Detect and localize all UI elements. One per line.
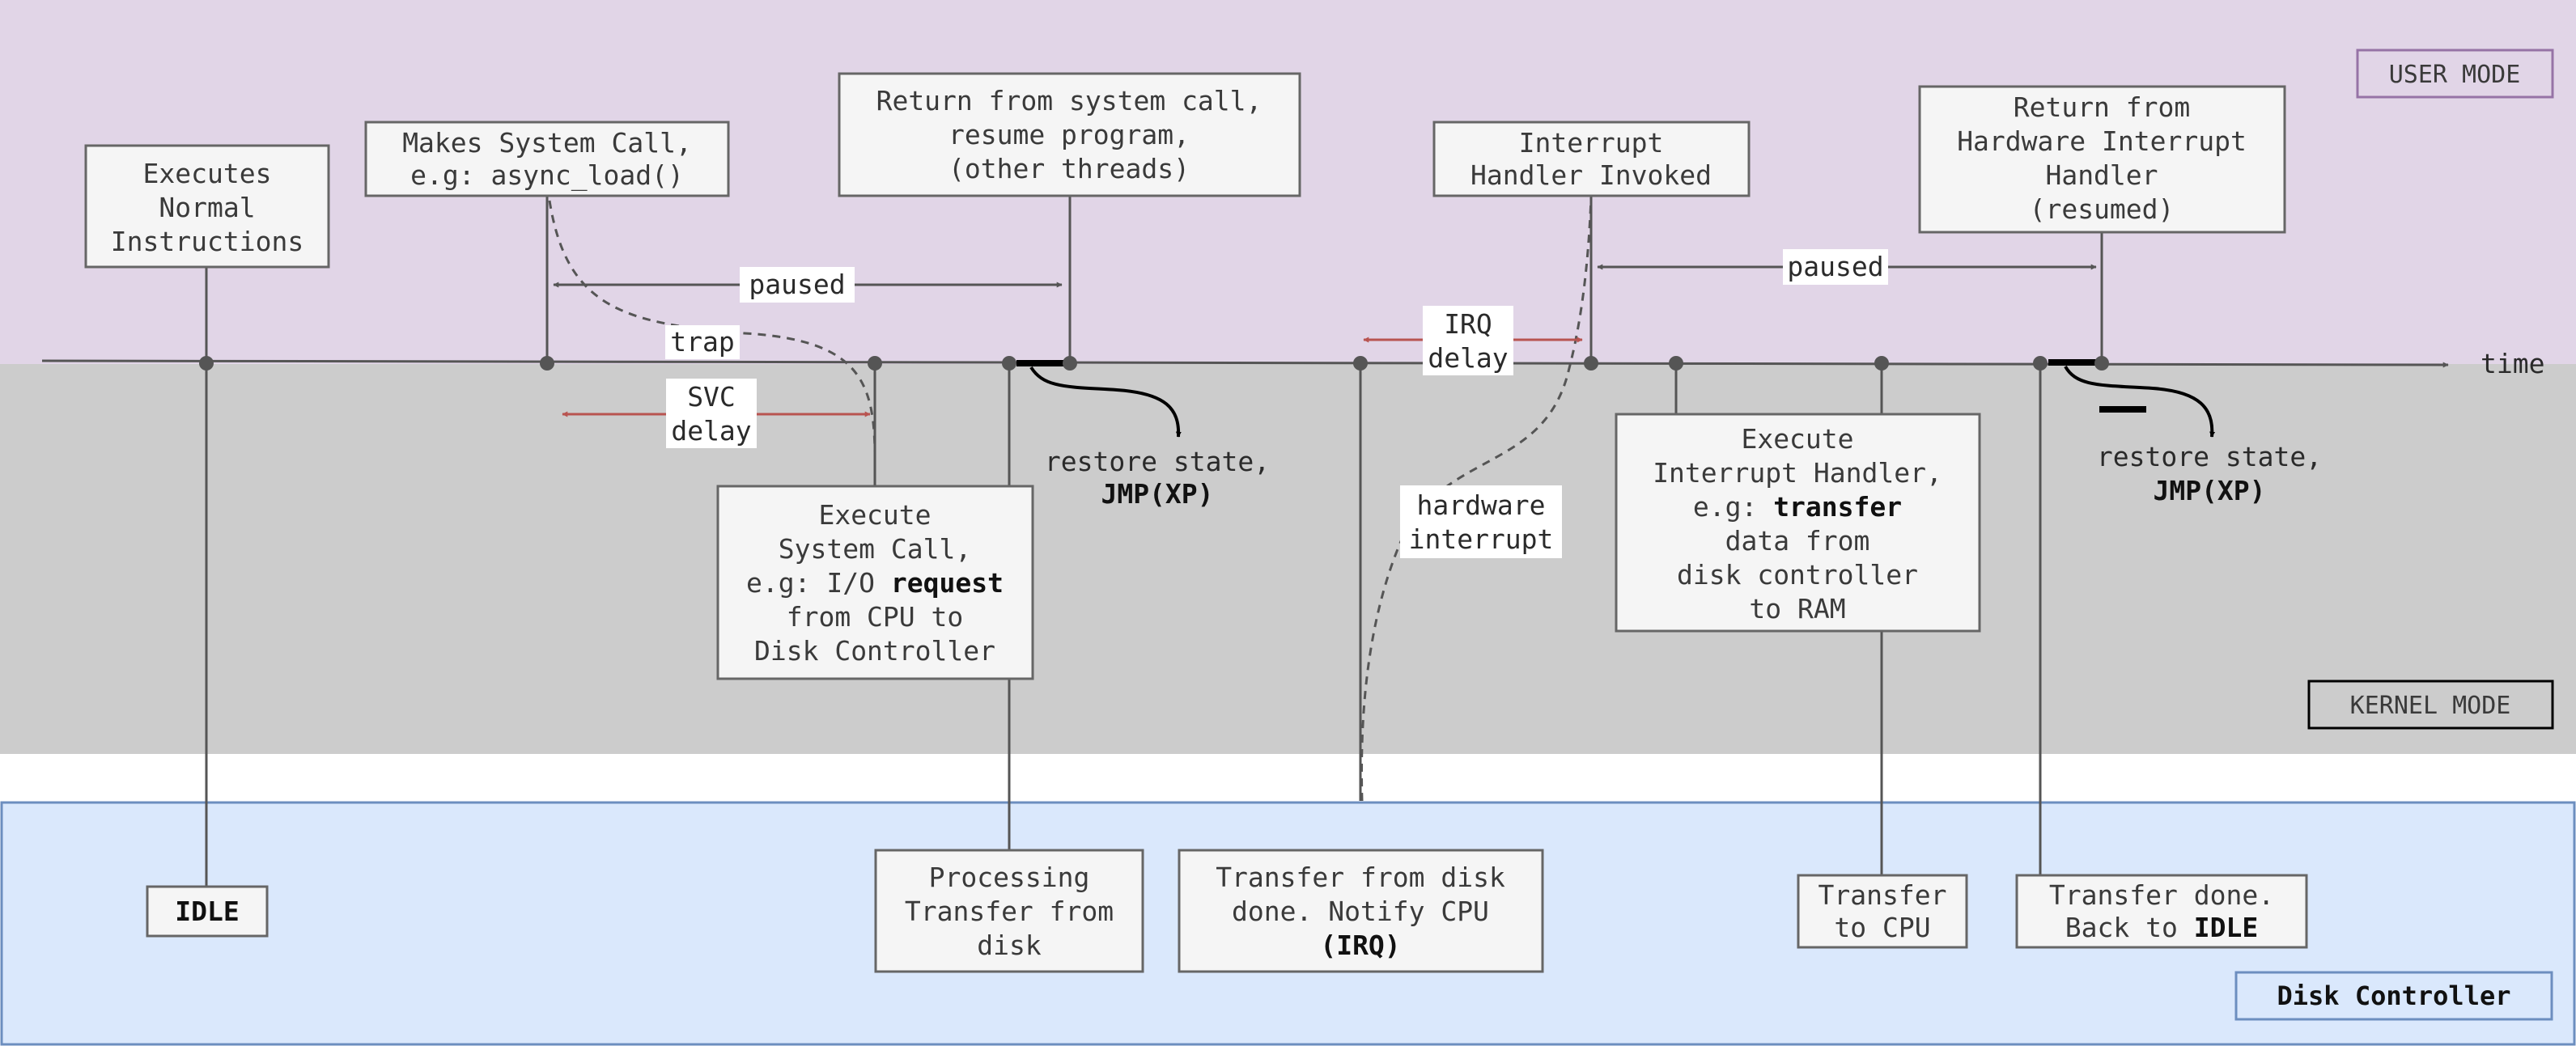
trap-label-bg bbox=[665, 325, 740, 359]
user-mode-label: USER MODE bbox=[2356, 49, 2554, 99]
transfer-to-cpu-box: Transfer to CPU bbox=[1797, 874, 1968, 949]
svg-text:Execute: Execute bbox=[1741, 423, 1853, 455]
svg-text:Instructions: Instructions bbox=[111, 226, 303, 257]
svg-text:Disk Controller: Disk Controller bbox=[754, 635, 995, 667]
event-dot bbox=[199, 356, 214, 371]
svg-text:e.g: I/O request: e.g: I/O request bbox=[746, 567, 1004, 599]
svg-text:to RAM: to RAM bbox=[1749, 593, 1845, 625]
svc-delay-label-bg bbox=[666, 379, 757, 448]
svg-text:Transfer from disk: Transfer from disk bbox=[1216, 862, 1505, 893]
svg-text:Transfer from: Transfer from bbox=[905, 896, 1114, 927]
paused-label-bg bbox=[740, 267, 855, 303]
kernel-mode-zone bbox=[0, 364, 2576, 754]
trap-label: trap bbox=[670, 326, 734, 358]
restore-state-label-1: restore state, bbox=[1045, 446, 1270, 477]
svg-text:Interrupt: Interrupt bbox=[1519, 127, 1664, 159]
hardware-interrupt-curve bbox=[1360, 197, 1593, 802]
kernel-mode-label: KERNEL MODE bbox=[2307, 680, 2554, 730]
executes-normal-box: Executes Normal Instructions bbox=[84, 144, 330, 269]
svg-text:System Call,: System Call, bbox=[779, 533, 971, 565]
svg-text:from CPU to: from CPU to bbox=[787, 601, 964, 633]
svg-text:Hardware Interrupt: Hardware Interrupt bbox=[1957, 125, 2247, 157]
svg-text:USER MODE: USER MODE bbox=[2389, 61, 2521, 89]
irq-delay-label: delay bbox=[1428, 342, 1508, 374]
event-dot bbox=[868, 356, 882, 371]
svg-text:disk: disk bbox=[977, 930, 1042, 961]
svg-text:Makes System Call,: Makes System Call, bbox=[402, 127, 692, 159]
restore-state-arrow-1 bbox=[1029, 366, 1182, 438]
transfer-done-idle-box: Transfer done. Back to IDLE bbox=[2015, 874, 2308, 949]
event-dot bbox=[1874, 356, 1889, 371]
transfer-done-notify-box: Transfer from disk done. Notify CPU (IRQ… bbox=[1178, 849, 1544, 973]
svg-text:done. Notify CPU: done. Notify CPU bbox=[1232, 896, 1489, 927]
svg-text:Return from: Return from bbox=[2014, 91, 2191, 123]
event-dot bbox=[1669, 356, 1683, 371]
execute-interrupt-handler-box: Execute Interrupt Handler, e.g: transfer… bbox=[1615, 413, 1981, 633]
processing-transfer-box: Processing Transfer from disk bbox=[874, 849, 1144, 973]
timeline-events bbox=[199, 356, 2109, 371]
time-axis-label: time bbox=[2481, 348, 2544, 379]
event-dot bbox=[1002, 356, 1016, 371]
svg-text:(other threads): (other threads) bbox=[948, 153, 1190, 184]
execute-system-call-box: Execute System Call, e.g: I/O request fr… bbox=[716, 485, 1034, 680]
irq-delay-label: IRQ bbox=[1444, 308, 1492, 340]
paused-label-1: paused bbox=[749, 269, 845, 300]
event-dot bbox=[1353, 356, 1368, 371]
svg-text:Transfer: Transfer bbox=[1818, 879, 1947, 911]
svc-delay-label: SVC bbox=[687, 381, 736, 413]
svg-text:Handler Invoked: Handler Invoked bbox=[1470, 159, 1712, 191]
hardware-interrupt-label: hardware bbox=[1417, 489, 1546, 521]
makes-system-call-box: Makes System Call, e.g: async_load() bbox=[364, 121, 730, 197]
svg-text:Execute: Execute bbox=[818, 499, 931, 531]
trap-curve bbox=[548, 200, 876, 454]
svg-text:Handler: Handler bbox=[2045, 159, 2158, 191]
svc-delay-label: delay bbox=[671, 415, 751, 447]
svg-text:e.g: async_load(): e.g: async_load() bbox=[410, 159, 684, 192]
irq-delay-label-bg bbox=[1423, 306, 1513, 375]
svg-text:to CPU: to CPU bbox=[1834, 912, 1930, 943]
paused-label-2: paused bbox=[1787, 251, 1883, 282]
svg-text:disk controller: disk controller bbox=[1677, 559, 1918, 591]
disk-controller-label: Disk Controller bbox=[2234, 971, 2553, 1021]
svg-text:(IRQ): (IRQ) bbox=[1320, 930, 1400, 961]
event-dot bbox=[540, 356, 554, 371]
svg-text:Disk Controller: Disk Controller bbox=[2277, 980, 2511, 1011]
event-dot bbox=[1063, 356, 1077, 371]
svg-text:Interrupt Handler,: Interrupt Handler, bbox=[1653, 457, 1942, 489]
svg-text:data from: data from bbox=[1725, 525, 1870, 557]
svg-text:Return from system call,: Return from system call, bbox=[876, 85, 1263, 116]
restore-state-arrow-2 bbox=[2064, 365, 2216, 438]
svg-text:Executes: Executes bbox=[143, 158, 272, 189]
event-dot bbox=[2033, 356, 2048, 371]
restore-state-label-2-jmp: JMP(XP) bbox=[2153, 475, 2265, 506]
interrupt-handler-invoked-box: Interrupt Handler Invoked bbox=[1432, 121, 1751, 197]
event-dot bbox=[1584, 356, 1598, 371]
paused-label-bg bbox=[1783, 249, 1888, 285]
event-dot bbox=[2094, 356, 2109, 371]
svg-text:Transfer done.: Transfer done. bbox=[2049, 879, 2274, 911]
svg-text:IDLE: IDLE bbox=[175, 896, 239, 927]
return-from-hw-interrupt-box: Return from Hardware Interrupt Handler (… bbox=[1918, 85, 2286, 234]
svg-text:Back to IDLE: Back to IDLE bbox=[2065, 912, 2258, 943]
idle-box: IDLE bbox=[146, 885, 269, 938]
svg-text:Processing: Processing bbox=[929, 862, 1090, 893]
svg-text:e.g: transfer: e.g: transfer bbox=[1693, 491, 1902, 523]
restore-state-label-1-jmp: JMP(XP) bbox=[1101, 478, 1213, 510]
return-from-system-call-box: Return from system call, resume program,… bbox=[838, 72, 1301, 197]
hardware-interrupt-label-bg bbox=[1400, 485, 1562, 558]
hardware-interrupt-label: interrupt bbox=[1409, 523, 1554, 555]
svg-text:KERNEL MODE: KERNEL MODE bbox=[2350, 692, 2511, 720]
svg-text:resume program,: resume program, bbox=[948, 119, 1190, 150]
svg-text:(resumed): (resumed) bbox=[2030, 193, 2175, 225]
svg-text:Normal: Normal bbox=[159, 192, 255, 223]
restore-state-label-2: restore state, bbox=[2097, 441, 2322, 472]
